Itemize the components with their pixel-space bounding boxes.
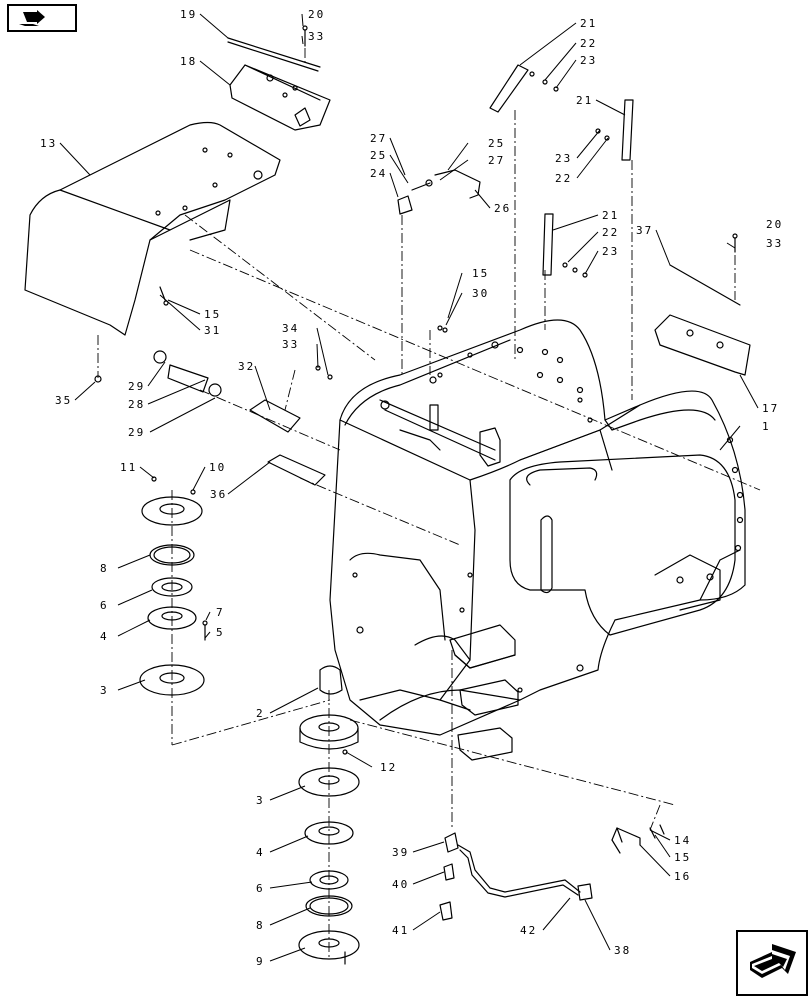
callout-29: 29 — [128, 426, 145, 439]
callout-21: 21 — [580, 17, 597, 30]
callout-39: 39 — [392, 846, 409, 859]
latch-rod-26 — [397, 169, 481, 215]
callout-26: 26 — [494, 202, 511, 215]
book-arrow-icon — [19, 10, 45, 26]
callout-40: 40 — [392, 878, 409, 891]
callout-33: 33 — [766, 237, 783, 250]
handle-21a — [489, 64, 529, 113]
hose-assembly — [439, 832, 593, 921]
callout-28: 28 — [128, 398, 145, 411]
bracket-17 — [654, 264, 751, 376]
callout-4: 4 — [100, 630, 109, 643]
callout-labels: 19 20 33 18 13 21 22 23 21 23 22 27 25 2… — [40, 8, 783, 968]
callout-9: 9 — [256, 955, 265, 968]
callout-15: 15 — [674, 851, 691, 864]
rod-19 — [227, 37, 321, 72]
callout-11: 11 — [120, 461, 137, 474]
plate-32 — [249, 399, 301, 433]
callout-18: 18 — [180, 55, 197, 68]
next-page-button[interactable] — [736, 930, 808, 996]
hinge-pin-28 — [153, 350, 222, 397]
callout-22: 22 — [555, 172, 572, 185]
callout-13: 13 — [40, 137, 57, 150]
pad-36 — [267, 454, 326, 486]
callout-12: 12 — [380, 761, 397, 774]
handle-21c — [542, 213, 554, 276]
callout-23: 23 — [580, 54, 597, 67]
fender-13 — [24, 121, 281, 336]
callout-29: 29 — [128, 380, 145, 393]
callout-15: 15 — [204, 308, 221, 321]
callout-33: 33 — [282, 338, 299, 351]
callout-5: 5 — [216, 626, 225, 639]
callout-25: 25 — [370, 149, 387, 162]
callout-19: 19 — [180, 8, 197, 21]
callout-8: 8 — [256, 919, 265, 932]
callout-4: 4 — [256, 846, 265, 859]
callout-32: 32 — [238, 360, 255, 373]
callout-23: 23 — [555, 152, 572, 165]
callout-42: 42 — [520, 924, 537, 937]
hardware — [94, 25, 738, 965]
callout-37: 37 — [636, 224, 653, 237]
bracket-18 — [229, 64, 331, 131]
callout-17: 17 — [762, 402, 779, 415]
callout-36: 36 — [210, 488, 227, 501]
callout-20: 20 — [308, 8, 325, 21]
callout-3: 3 — [100, 684, 109, 697]
callout-25: 25 — [488, 137, 505, 150]
callout-34: 34 — [282, 322, 299, 335]
callout-10: 10 — [209, 461, 226, 474]
callout-21: 21 — [576, 94, 593, 107]
callout-14: 14 — [674, 834, 691, 847]
callout-22: 22 — [580, 37, 597, 50]
callout-24: 24 — [370, 167, 387, 180]
cab-frame — [329, 319, 746, 761]
callout-2: 2 — [256, 707, 265, 720]
callout-16: 16 — [674, 870, 691, 883]
back-button[interactable] — [7, 4, 77, 32]
callout-21: 21 — [602, 209, 619, 222]
bracket-16 — [611, 827, 641, 854]
callout-6: 6 — [256, 882, 265, 895]
callout-22: 22 — [602, 226, 619, 239]
callout-30: 30 — [472, 287, 489, 300]
callout-8: 8 — [100, 562, 109, 575]
callout-27: 27 — [488, 154, 505, 167]
callout-1: 1 — [762, 420, 771, 433]
next-page-arrow-icon — [750, 944, 796, 978]
callout-27: 27 — [370, 132, 387, 145]
callout-15: 15 — [472, 267, 489, 280]
callout-6: 6 — [100, 599, 109, 612]
callout-23: 23 — [602, 245, 619, 258]
callout-35: 35 — [55, 394, 72, 407]
callout-20: 20 — [766, 218, 783, 231]
callout-3: 3 — [256, 794, 265, 807]
callout-31: 31 — [204, 324, 221, 337]
leader-lines — [59, 13, 759, 962]
callout-41: 41 — [392, 924, 409, 937]
center-lines — [97, 48, 761, 960]
handle-21b — [621, 99, 634, 161]
callout-38: 38 — [614, 944, 631, 957]
callout-7: 7 — [216, 606, 225, 619]
callout-33: 33 — [308, 30, 325, 43]
